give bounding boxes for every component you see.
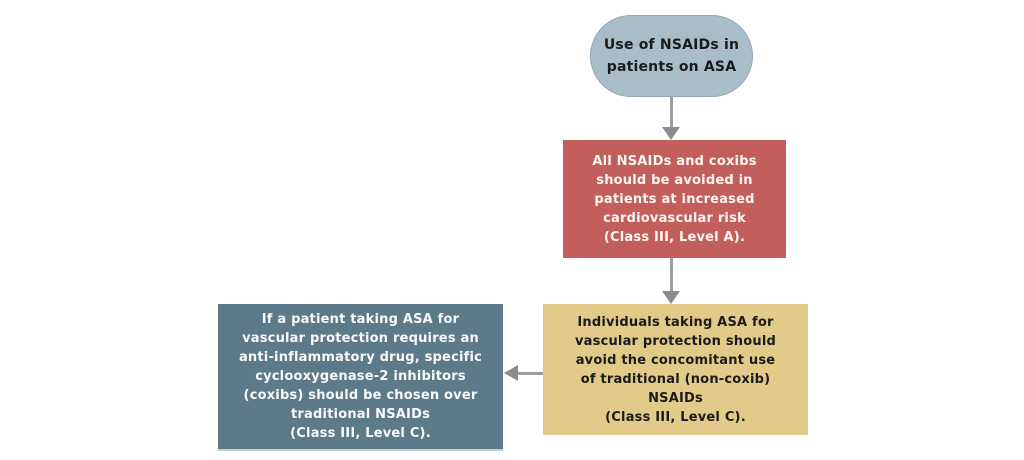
arrow-tan-to-slate-line [517,372,543,375]
arrow-left-icon [504,365,518,381]
arrow-down-icon [662,291,680,304]
node-avoid-nsaids-label: All NSAIDs and coxibs should be avoided … [592,153,757,245]
node-coxibs-preferred-label: If a patient taking ASA for vascular pro… [238,312,483,441]
node-avoid-concomitant-label: Individuals taking ASA for vascular prot… [574,314,777,425]
flowchart-node-coxibs-preferred: If a patient taking ASA for vascular pro… [218,304,503,449]
node-start-label: Use of NSAIDs in patients on ASA [603,37,740,75]
arrow-red-to-tan-line [670,258,673,291]
arrow-start-to-red-line [670,97,673,127]
arrow-down-icon [662,127,680,140]
flowchart-node-avoid-concomitant: Individuals taking ASA for vascular prot… [543,304,808,435]
flowchart-node-avoid-nsaids: All NSAIDs and coxibs should be avoided … [563,140,786,258]
flowchart-node-start: Use of NSAIDs in patients on ASA [590,15,753,97]
